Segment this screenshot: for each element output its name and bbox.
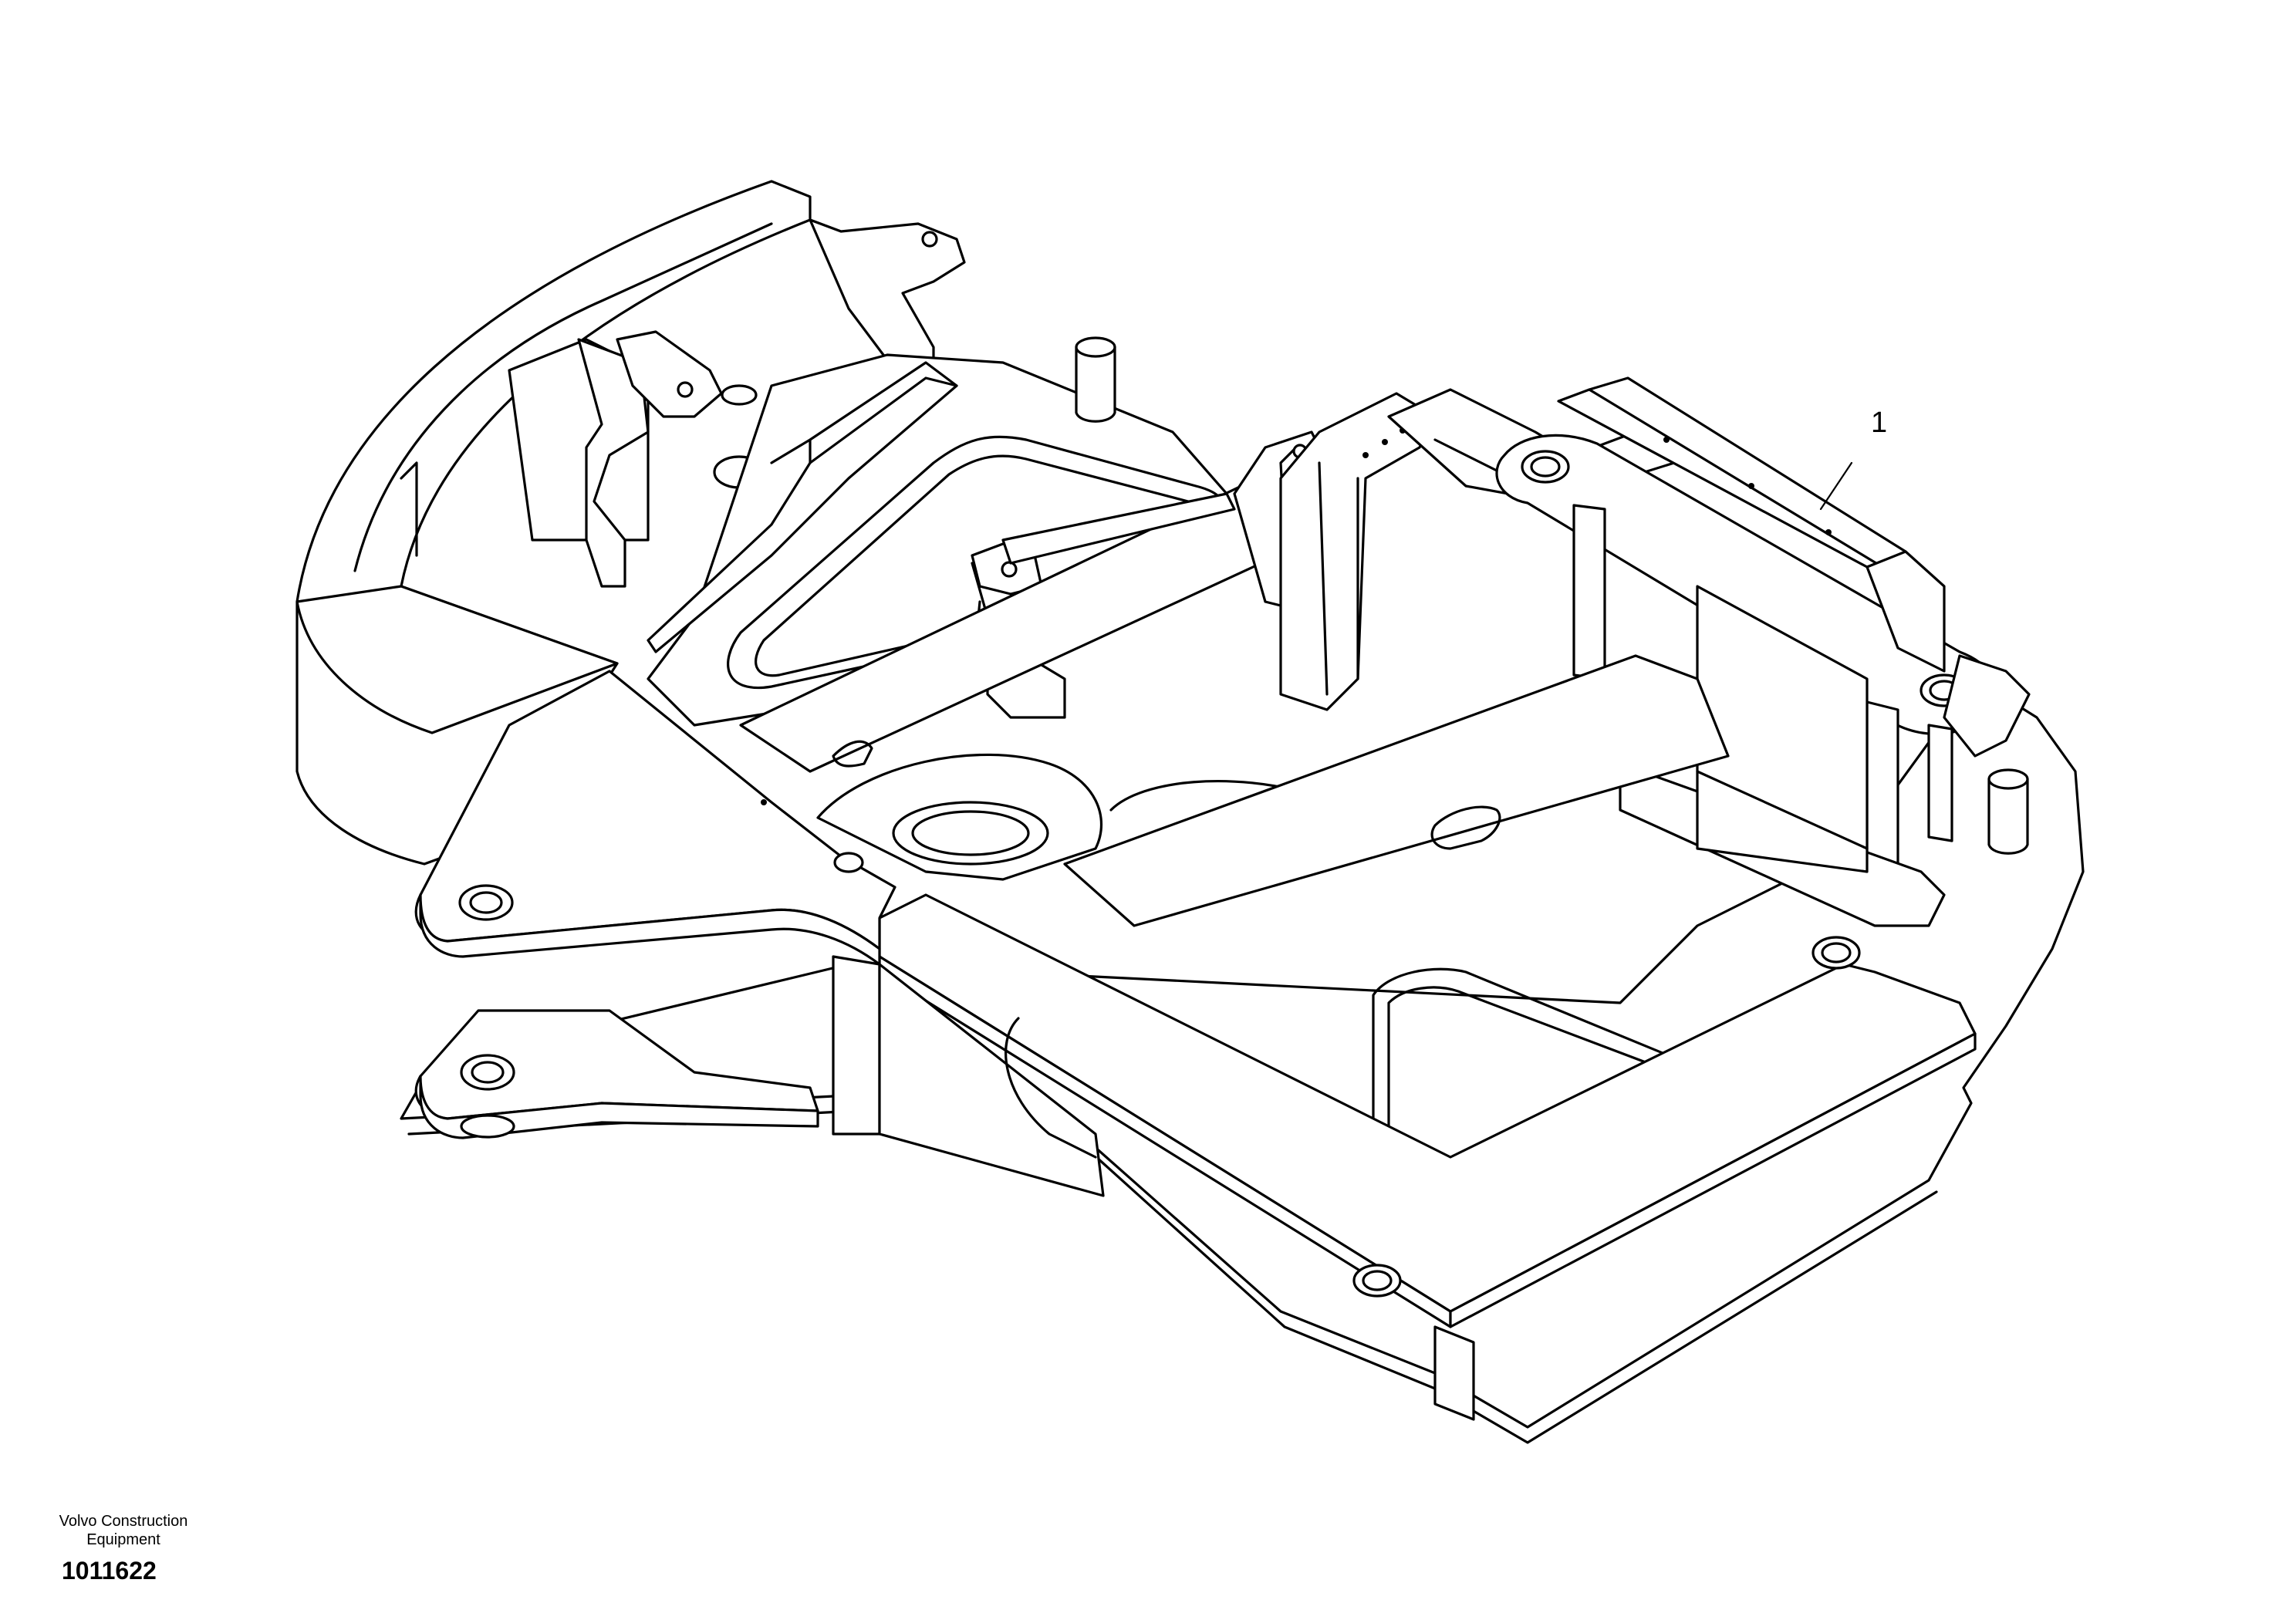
front-beam-hole-right [1821, 942, 1852, 964]
post-rear [1572, 504, 1606, 680]
link-end-hole-left [1530, 456, 1561, 478]
strip-bolt-2 [1748, 483, 1754, 489]
brace-slot-left [832, 740, 873, 768]
front-web-right [878, 963, 1105, 1197]
rear-lug-hole [921, 231, 938, 248]
front-main-beam-right [1449, 1032, 1977, 1328]
front-web-left [832, 955, 881, 1136]
bracket-bolt-1 [1382, 439, 1388, 445]
post-mid [1866, 700, 1899, 873]
strip-bolt-1 [1663, 437, 1670, 443]
counterweight-inner-arc [353, 222, 773, 572]
front-cross-beam-side [1001, 492, 1236, 565]
bracket-bolt-2 [1362, 452, 1369, 458]
company-name-line1: Volvo Construction [59, 1513, 188, 1530]
right-end-lug [1943, 654, 2031, 758]
upright-bracket-edge [1318, 461, 1359, 696]
swing-bracket-lower-pin [460, 1114, 515, 1139]
center-diagonal-brace [1063, 654, 1730, 927]
center-brace-slot [1430, 805, 1501, 850]
swing-bracket-upper-hole-2 [833, 852, 864, 873]
front-beam-hole-left [1362, 1270, 1393, 1291]
right-inner-plate-line [1696, 770, 1869, 850]
part-number: 1011622 [62, 1557, 157, 1585]
left-small-lug-hole [677, 381, 694, 398]
swing-bracket-upper-bolt [761, 799, 767, 805]
cylinder-post-left-top [1075, 336, 1116, 358]
cylinder-post-left [1075, 346, 1116, 423]
cylinder-post-right-top [1987, 768, 2029, 790]
company-caption: Volvo Construction Equipment [31, 1512, 216, 1549]
counterweight-top [295, 585, 619, 734]
swing-bracket-lower-thickness [419, 1075, 819, 1139]
swing-boss-ring-inner [911, 810, 1030, 856]
post-end [1927, 724, 1953, 842]
cylinder-post-right [1987, 778, 2029, 855]
right-end-block [1866, 550, 1946, 673]
left-hook-plate [577, 338, 650, 588]
rear-lug-plate [809, 218, 966, 372]
front-web-arc [1004, 1017, 1097, 1159]
left-boss-ring [721, 384, 758, 406]
callout-leader-1 [1819, 461, 1853, 511]
front-corner-post [1433, 1325, 1475, 1421]
swing-bracket-lower-hole [471, 1061, 505, 1084]
left-small-lug [616, 330, 723, 418]
company-name-line2: Equipment [86, 1531, 160, 1548]
swing-bracket-upper-hole [469, 891, 503, 914]
center-lug-hole [1001, 561, 1018, 578]
strip-bolt-3 [1825, 529, 1832, 535]
callout-label-1: 1 [1871, 407, 1887, 439]
left-rail-edge [770, 361, 958, 464]
